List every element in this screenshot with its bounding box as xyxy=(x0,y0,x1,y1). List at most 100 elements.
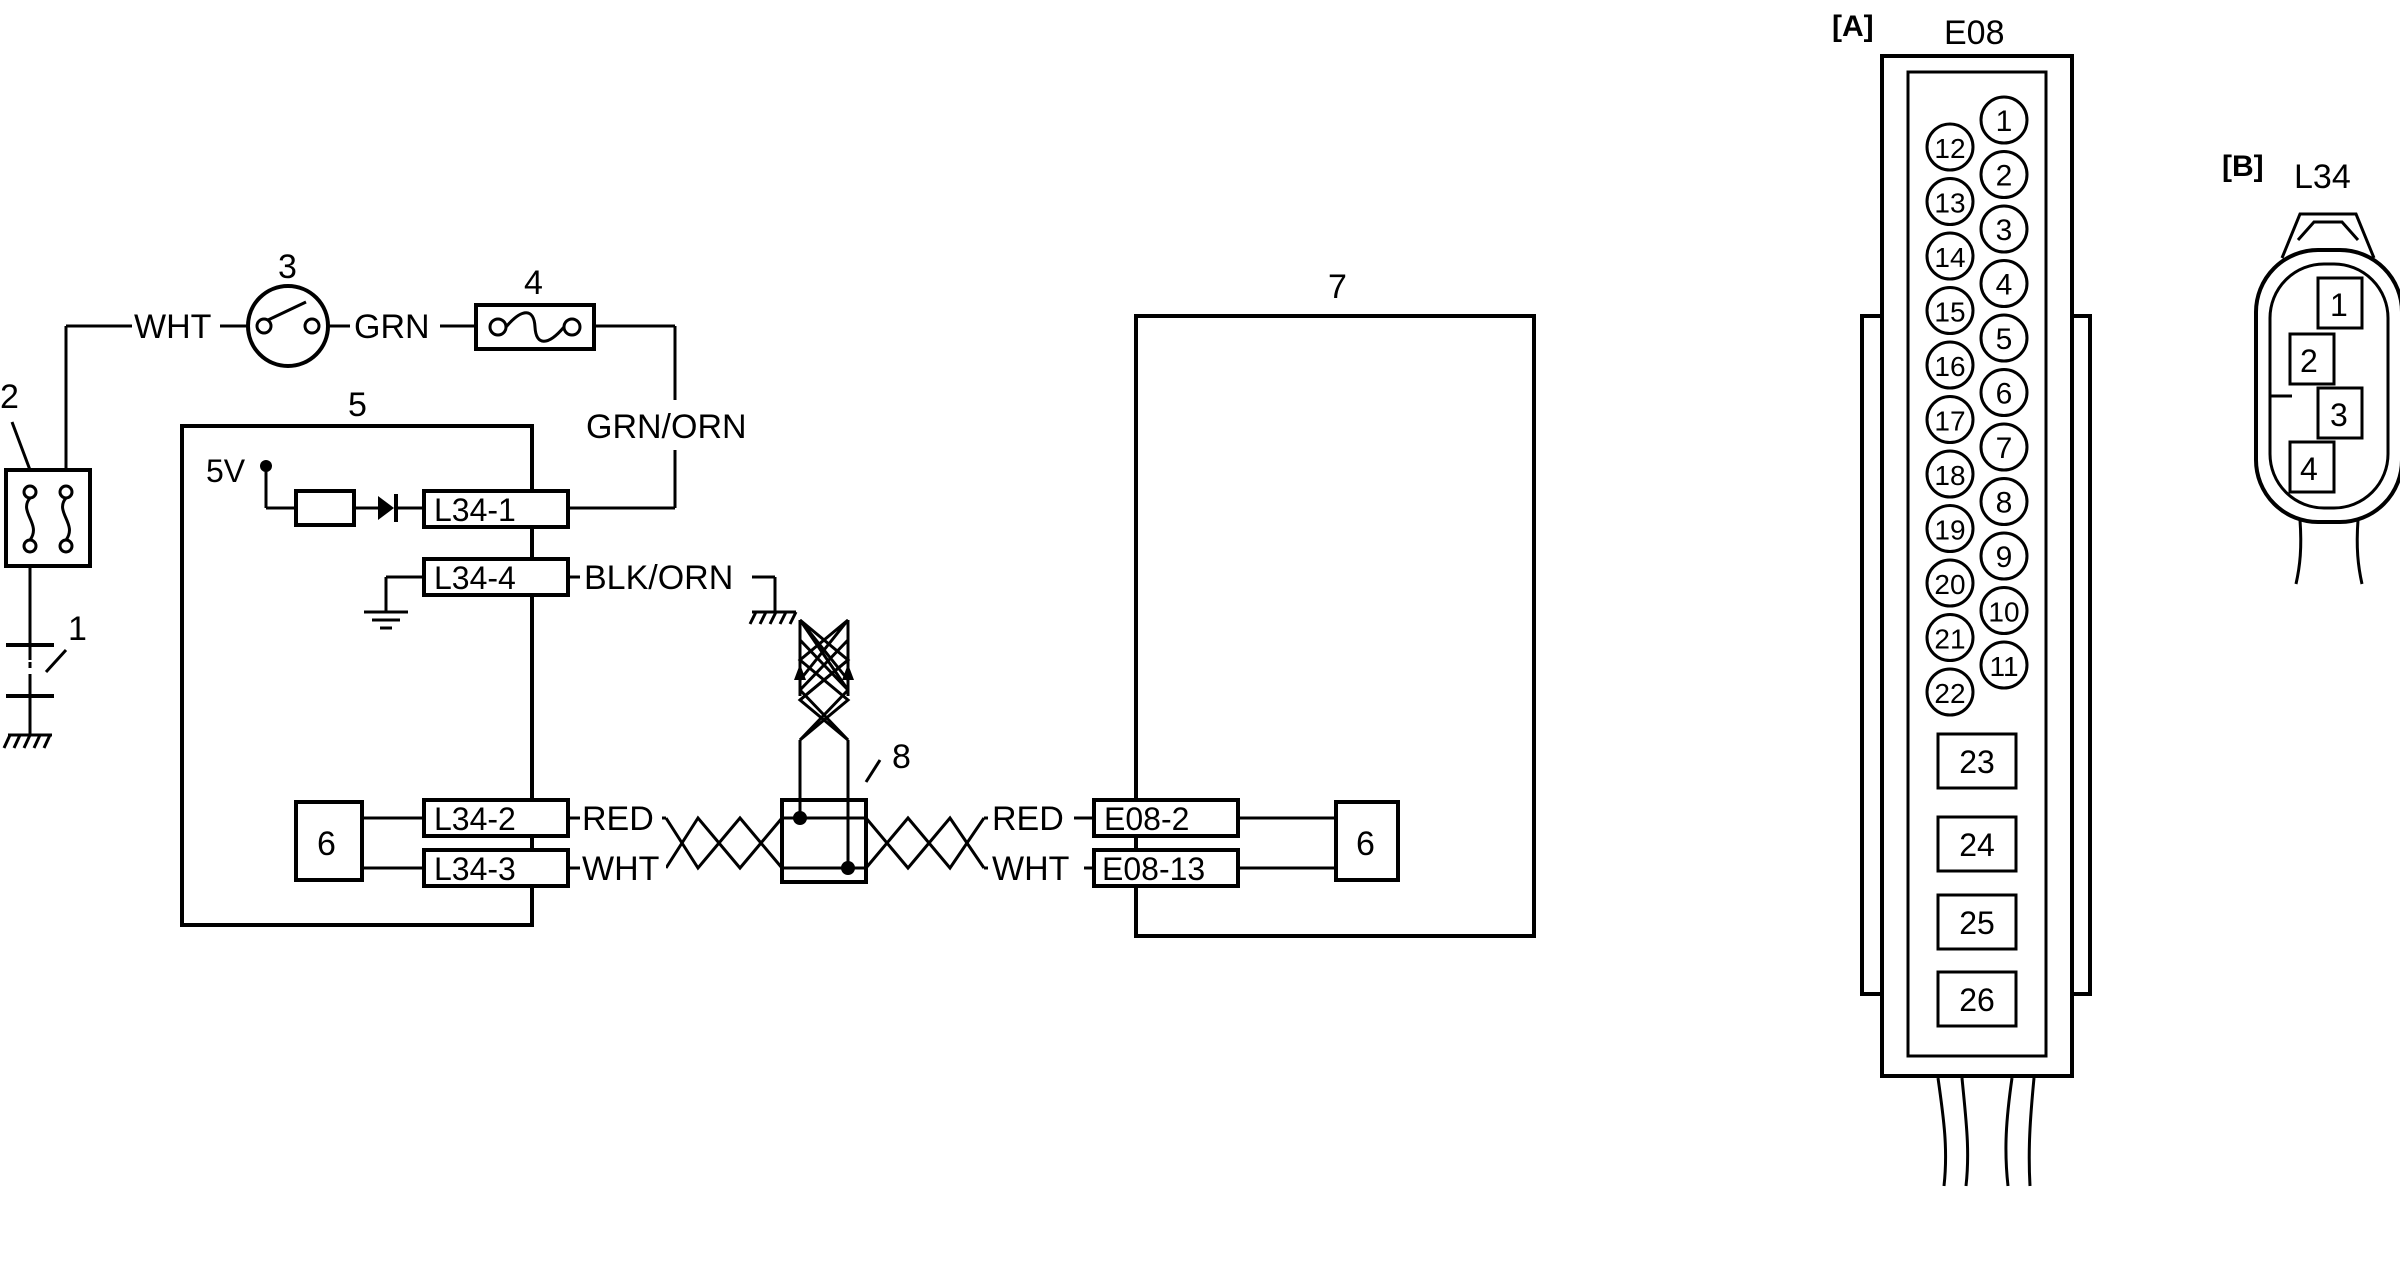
connector-b-labels: [B] L34 1 2 3 4 xyxy=(2222,150,2351,487)
e08-pin-label: 16 xyxy=(1934,351,1965,382)
terminal-l34-1: L34-1 xyxy=(434,492,516,528)
e08-pin-label: 17 xyxy=(1934,406,1965,437)
e08-pin-5: 5 xyxy=(1979,313,2029,363)
e08-pin-26: 26 xyxy=(1936,970,2018,1028)
callout-6-right: 6 xyxy=(1356,825,1375,863)
e08-pin-6: 6 xyxy=(1979,368,2029,417)
e08-pin-label: 13 xyxy=(1934,188,1965,219)
wire-label-blk-orn: BLK/ORN xyxy=(584,559,733,597)
connector-a-tag: [A] xyxy=(1832,10,1874,43)
e08-pin-12: 12 xyxy=(1925,122,1975,172)
wire-label-red-right: RED xyxy=(992,800,1064,838)
e08-pin-20: 20 xyxy=(1925,558,1975,608)
wire-label-wht-top: WHT xyxy=(134,308,211,346)
e08-pin-8: 8 xyxy=(1979,477,2029,526)
wire-label-wht-left: WHT xyxy=(582,850,659,888)
e08-pin-label: 2 xyxy=(1996,160,2013,193)
e08-pin-label: 4 xyxy=(1996,269,2013,302)
twisted-pair-network xyxy=(568,618,986,884)
callout-1: 1 xyxy=(68,610,87,648)
wire-label-wht-right: WHT xyxy=(992,850,1069,888)
e08-pin-label: 18 xyxy=(1934,460,1965,491)
e08-pin-layout: 1234567891011121314151617181920212223242… xyxy=(1925,95,2029,1028)
e08-pin-17: 17 xyxy=(1925,395,1975,444)
e08-pin-label: 23 xyxy=(1959,744,1995,780)
e08-pin-label: 12 xyxy=(1934,133,1965,164)
fuse-symbol xyxy=(474,303,596,351)
e08-pin-label: 7 xyxy=(1996,432,2013,465)
terminal-e08-13: E08-13 xyxy=(1102,851,1205,887)
e08-pin-13: 13 xyxy=(1925,177,1975,226)
power-supply-circuit xyxy=(2,284,677,749)
e08-pin-7: 7 xyxy=(1979,422,2029,472)
connector-b-tag: [B] xyxy=(2222,150,2264,183)
e08-pin-label: 10 xyxy=(1988,597,2019,628)
l34-pin-1: 1 xyxy=(2330,287,2348,323)
connector-a-name: E08 xyxy=(1944,14,2005,52)
e08-pin-label: 14 xyxy=(1934,242,1965,273)
terminal-boxes xyxy=(422,489,1240,888)
e08-pin-label: 19 xyxy=(1934,515,1965,546)
e08-pin-25: 25 xyxy=(1936,893,2018,951)
e08-pin-3: 3 xyxy=(1979,204,2029,254)
callout-8: 8 xyxy=(892,738,911,776)
connector-a-labels: [A] E08 xyxy=(1832,10,2005,52)
l34-pin-4: 4 xyxy=(2300,451,2318,487)
e08-pin-label: 3 xyxy=(1996,214,2013,247)
e08-pin-label: 25 xyxy=(1959,905,1995,941)
e08-pin-label: 21 xyxy=(1934,624,1965,655)
connector-l34-face xyxy=(2254,212,2400,585)
terminal-l34-3: L34-3 xyxy=(434,851,516,887)
connector-b-name: L34 xyxy=(2294,158,2351,196)
control-module-5 xyxy=(180,424,798,927)
l34-pin-2: 2 xyxy=(2300,343,2318,379)
control-module-7 xyxy=(1134,314,1536,938)
l34-pin-3: 3 xyxy=(2330,397,2348,433)
e08-pin-2: 2 xyxy=(1979,150,2029,199)
e08-pin-label: 24 xyxy=(1959,827,1995,863)
wire-label-red-left: RED xyxy=(582,800,654,838)
terminal-labels: L34-1 L34-4 L34-2 L34-3 E08-2 E08-13 xyxy=(434,492,1205,887)
wire-label-grn: GRN xyxy=(354,308,430,346)
callout-6-left: 6 xyxy=(317,825,336,863)
e08-pin-22: 22 xyxy=(1925,667,1975,717)
e08-pin-9: 9 xyxy=(1979,531,2029,581)
e08-pin-24: 24 xyxy=(1936,815,2018,873)
wire-color-labels: WHT GRN GRN/ORN BLK/ORN RED WHT RED WHT … xyxy=(134,308,1069,888)
e08-pin-14: 14 xyxy=(1925,231,1975,281)
battery-symbol xyxy=(6,605,68,735)
label-masks xyxy=(132,308,1084,886)
callout-7: 7 xyxy=(1328,268,1347,306)
callout-2: 2 xyxy=(0,378,19,416)
callout-3: 3 xyxy=(278,248,297,286)
e08-pin-19: 19 xyxy=(1925,504,1975,553)
e08-pin-label: 26 xyxy=(1959,982,1995,1018)
callout-4: 4 xyxy=(524,264,543,302)
terminal-e08-2: E08-2 xyxy=(1104,801,1189,837)
e08-pin-16: 16 xyxy=(1925,340,1975,390)
e08-pin-4: 4 xyxy=(1979,259,2029,308)
e08-pin-label: 5 xyxy=(1996,323,2013,356)
l34-pin-frames xyxy=(2288,276,2364,494)
e08-pin-1: 1 xyxy=(1979,95,2029,145)
e08-pin-label: 11 xyxy=(1989,651,2018,682)
callout-labels: 1 2 3 4 5 6 6 7 8 xyxy=(0,248,1375,863)
e08-pin-label: 20 xyxy=(1934,569,1965,600)
e08-pin-18: 18 xyxy=(1925,449,1975,499)
e08-pin-21: 21 xyxy=(1925,613,1975,662)
e08-pin-label: 1 xyxy=(1996,105,2013,138)
e08-pin-label: 6 xyxy=(1996,378,2013,411)
terminal-l34-4: L34-4 xyxy=(434,560,516,596)
ignition-switch-symbol xyxy=(4,326,92,605)
e08-pin-label: 9 xyxy=(1996,541,2013,574)
wire-label-grn-orn: GRN/ORN xyxy=(586,408,747,446)
e08-pin-label: 22 xyxy=(1934,678,1965,709)
e08-pin-label: 8 xyxy=(1996,487,2013,520)
e08-pin-label: 15 xyxy=(1934,297,1965,328)
e08-pin-11: 11 xyxy=(1979,640,2029,690)
terminal-l34-2: L34-2 xyxy=(434,801,516,837)
brake-switch-symbol xyxy=(246,284,330,368)
e08-pin-10: 10 xyxy=(1979,586,2029,635)
e08-pin-23: 23 xyxy=(1936,732,2018,790)
